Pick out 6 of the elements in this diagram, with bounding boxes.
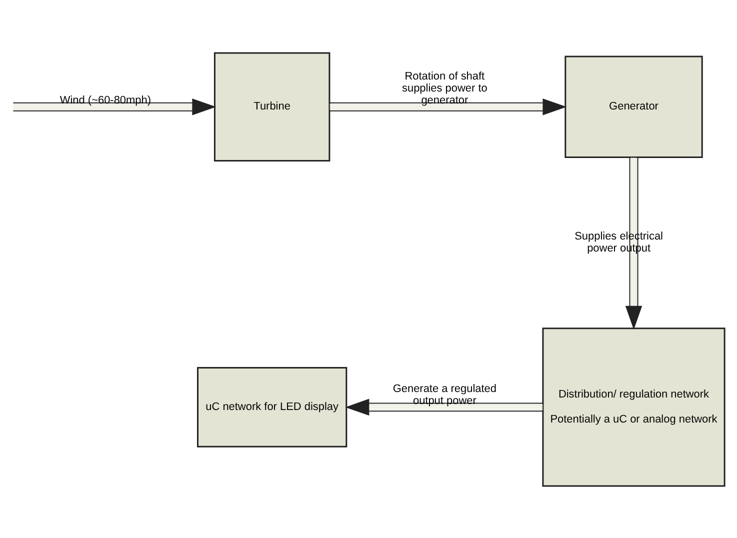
arrow bbox=[329, 98, 567, 115]
node-box: Generator bbox=[564, 55, 703, 158]
node-box: Distribution/ regulation network Potentially a uC or analog network bbox=[542, 327, 726, 486]
node-box: Turbine bbox=[214, 52, 330, 161]
arrow bbox=[625, 156, 642, 330]
node-box: uC network for LED display bbox=[197, 366, 348, 447]
